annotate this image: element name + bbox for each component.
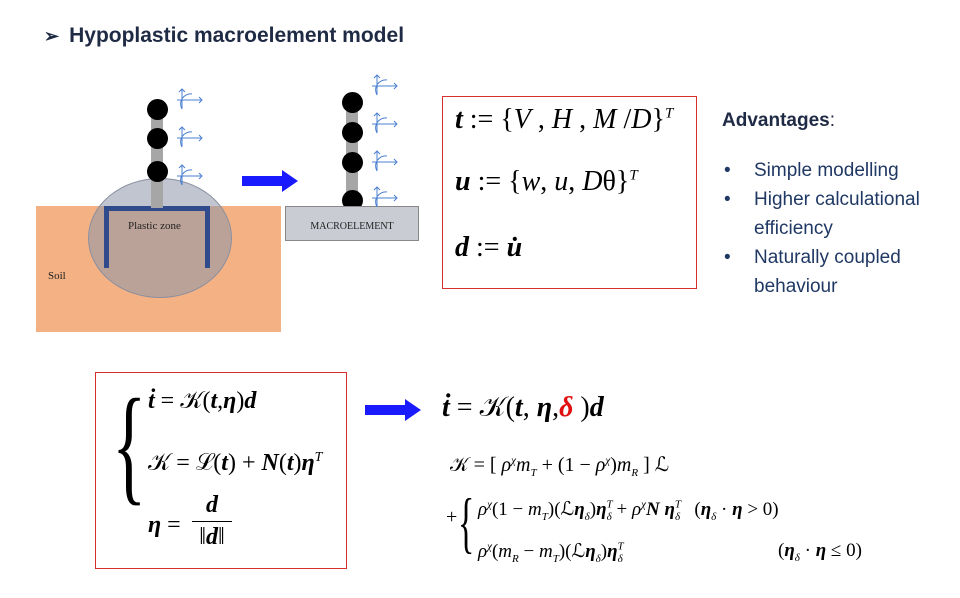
eq-extended-stiffness: 𝒦 = [ ρχmT + (1 − ρχ)mR ] ℒ	[450, 454, 670, 479]
eq-direction-fraction: d ‖d‖	[192, 492, 232, 551]
list-item: •Simple modelling	[724, 160, 899, 181]
eq-extended-case2-condition: (ηδ · η ≤ 0)	[778, 540, 862, 564]
eq-extended-rate: ṫ = 𝒦(t, η,δ )d	[442, 392, 604, 423]
foundation-right-wall	[205, 206, 210, 268]
rotation-arrow-icon	[177, 88, 203, 110]
equation-system-box	[95, 372, 347, 569]
definitions-box	[442, 96, 697, 289]
right-arrow-icon	[365, 399, 421, 421]
foundation-top	[104, 206, 210, 211]
soil-label: Soil	[48, 270, 66, 282]
rotation-arrows-icon	[372, 74, 398, 208]
eq-d-definition: d := u̇	[455, 232, 523, 263]
advantages-title: Advantages	[722, 110, 830, 131]
eq-direction: η =	[148, 512, 181, 538]
fraction-denominator: ‖d‖	[199, 524, 225, 550]
eq-extended-case1: ρχ(1 − mT)(ℒηδ)ηTδ + ρχN ηTδ (ηδ · η > 0…	[478, 498, 779, 523]
mass-node	[147, 128, 168, 149]
advantages-list: •Simple modelling •Higher calculational …	[724, 156, 920, 301]
fraction-numerator: d	[206, 492, 218, 518]
mass-node	[342, 190, 363, 211]
curly-brace-small: {	[458, 484, 475, 560]
eq-rate: ṫ = 𝒦(t,η)d	[148, 388, 257, 414]
fraction-bar	[192, 521, 232, 522]
dof-icon-group	[372, 74, 398, 208]
list-item-continuation: efficiency	[754, 218, 833, 239]
eq-extended-case2: ρχ(mR − mT)(ℒηδ)ηTδ	[478, 540, 624, 565]
eq-t-definition: t := {V , H , M /D}T	[455, 104, 674, 135]
rotation-arrow-icon	[372, 186, 398, 208]
plastic-zone-label: Plastic zone	[128, 220, 181, 232]
bullet-arrow-icon: ➢	[44, 26, 60, 46]
mass-node	[342, 92, 363, 113]
list-item-continuation: behaviour	[754, 276, 838, 297]
advantages-colon: :	[829, 110, 835, 131]
macroelement-block	[285, 206, 419, 241]
list-item: •Naturally coupled	[724, 247, 901, 268]
right-arrow-icon	[242, 170, 298, 192]
slide-title-text: Hypoplastic macroelement model	[69, 24, 405, 47]
mass-node	[342, 122, 363, 143]
rotation-arrow-icon	[372, 74, 398, 96]
eq-u-definition: u := {w, u, Dθ}T	[455, 166, 638, 197]
list-item: •Higher calculational	[724, 189, 920, 210]
macroelement-label: MACROELEMENT	[310, 221, 394, 232]
eq-extended-plus: +	[446, 506, 458, 528]
rotation-arrow-icon	[372, 112, 398, 134]
foundation-left-wall	[104, 206, 109, 268]
rotation-arrow-icon	[177, 164, 203, 186]
rotation-arrow-icon	[372, 150, 398, 172]
slide-title: ➢ Hypoplastic macroelement model	[44, 24, 404, 48]
mass-node	[147, 161, 168, 182]
eq-stiffness: 𝒦 = ℒ(t) + N(t)ηT	[148, 450, 323, 476]
rotation-arrows-icon	[177, 88, 203, 186]
advantages-heading: Advantages:	[722, 110, 835, 132]
mass-node	[147, 99, 168, 120]
curly-brace: {	[112, 373, 147, 517]
mass-node	[342, 152, 363, 173]
dof-icon-group	[177, 88, 203, 186]
rotation-arrow-icon	[177, 126, 203, 148]
